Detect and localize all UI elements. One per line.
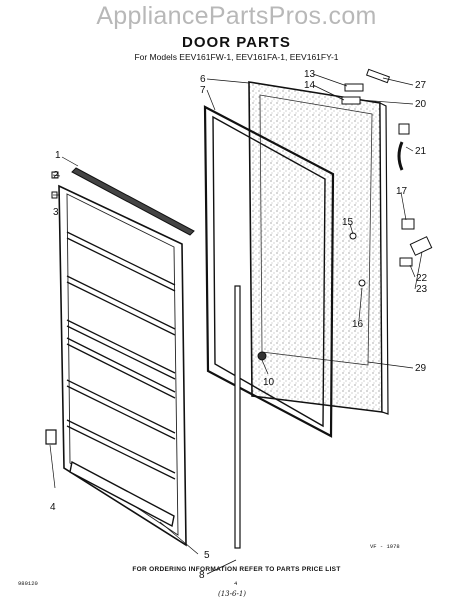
breaker-strip (234, 285, 241, 549)
callout-1: 1 (55, 150, 61, 161)
small-parts (45, 68, 433, 445)
callout-14: 14 (304, 80, 316, 91)
page-number: 4 (234, 580, 238, 587)
callout-7: 7 (200, 85, 206, 96)
callout-4: 4 (50, 502, 56, 513)
callout-10: 10 (263, 377, 275, 388)
document-code: 980120 (18, 580, 38, 587)
outer-door-panel (248, 81, 389, 415)
callout-labels: 1 2 3 4 5 6 7 8 10 13 14 15 16 17 20 21 … (50, 69, 428, 581)
callout-16: 16 (352, 319, 364, 330)
door-gasket (203, 105, 335, 438)
callout-8: 8 (199, 570, 205, 581)
callout-15: 15 (342, 217, 354, 228)
callout-22: 22 (416, 273, 428, 284)
callout-29: 29 (415, 363, 427, 374)
inner-door-liner (58, 184, 187, 547)
figure-code: VF - 1978 (370, 543, 400, 550)
bottom-trim-strip (69, 460, 175, 528)
handwritten-note: (13-6-1) (218, 590, 247, 598)
page-title: DOOR PARTS (182, 34, 291, 51)
callout-3: 3 (53, 207, 59, 218)
leader-lines (49, 73, 423, 575)
callout-21: 21 (415, 146, 427, 157)
callout-20: 20 (415, 99, 427, 110)
callout-6: 6 (200, 74, 206, 85)
watermark: AppliancePartsPros.com (96, 2, 377, 30)
callout-5: 5 (204, 550, 210, 561)
callout-2: 2 (53, 170, 59, 181)
callout-23: 23 (416, 284, 428, 295)
callout-13: 13 (304, 69, 316, 80)
callout-27: 27 (415, 80, 427, 91)
model-list: For Models EEV161FW-1, EEV161FA-1, EEV16… (134, 52, 339, 62)
callout-17: 17 (396, 186, 408, 197)
ordering-note: FOR ORDERING INFORMATION REFER TO PARTS … (132, 566, 341, 573)
top-trim-strip (71, 167, 195, 236)
